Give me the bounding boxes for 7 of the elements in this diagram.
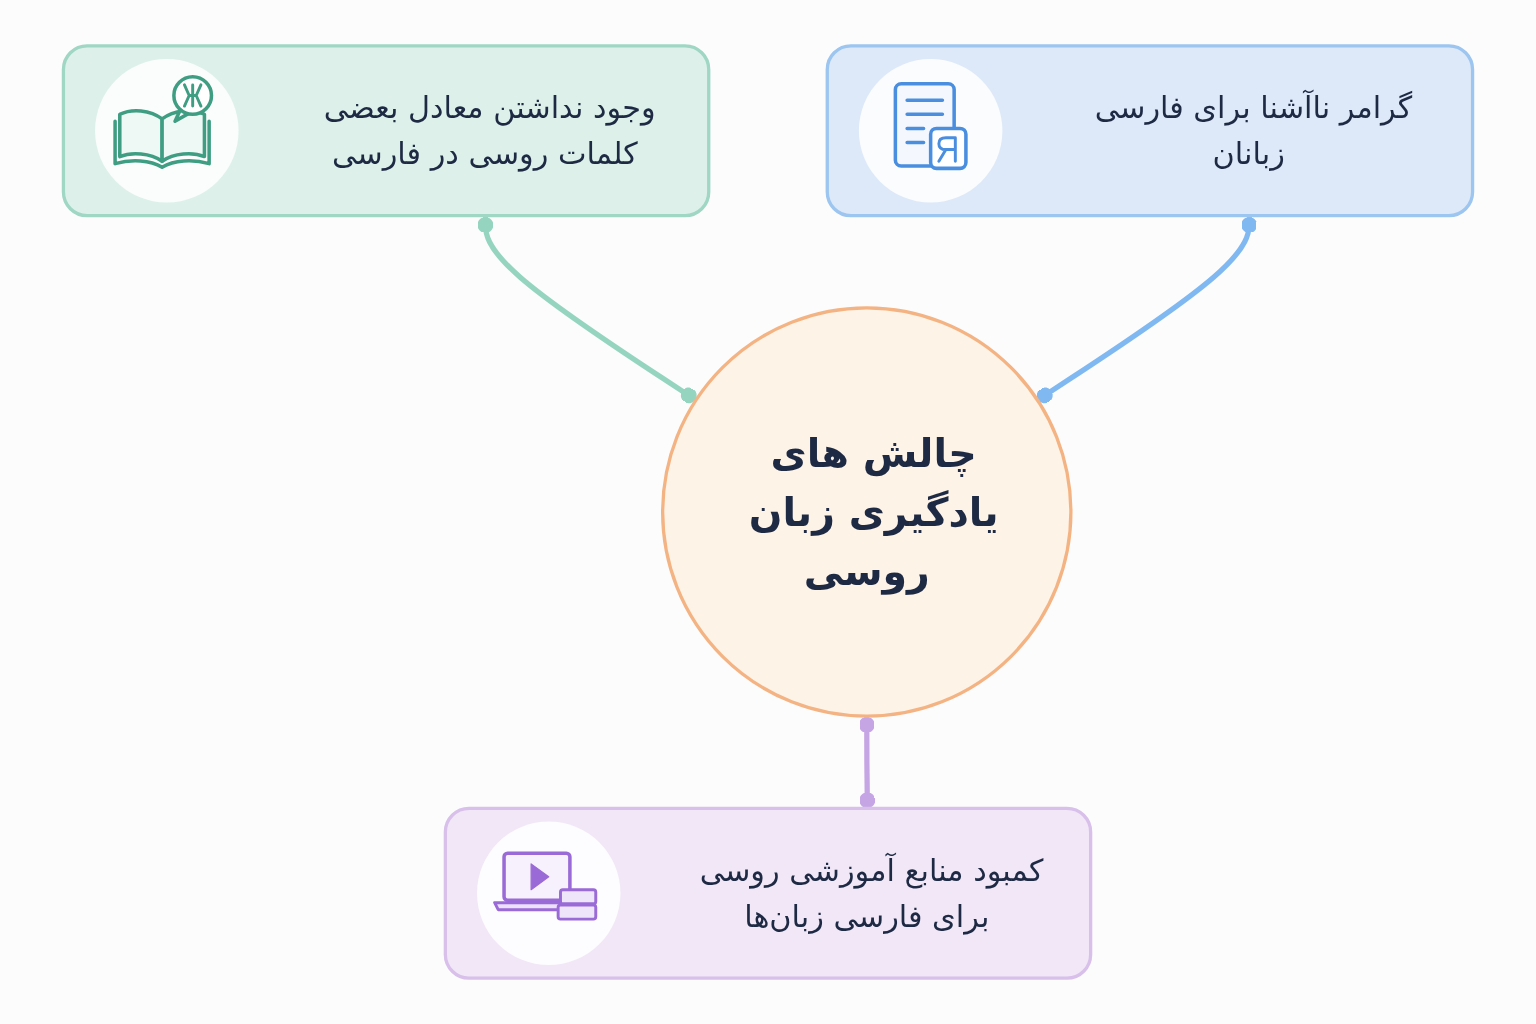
node-box: کمبود منابع آموزشی روسی برای فارسی زبان‌ها	[443, 806, 1093, 980]
connector	[477, 216, 698, 404]
connector	[858, 716, 876, 809]
node-box: وجود نداشتن معادل بعضی کلمات روسی در فارسی	[61, 44, 711, 218]
node-box: گرامر ناآشنا برای فارسی زبانان	[825, 44, 1475, 218]
node-circle: چالش های یادگیری زبان روسی	[661, 306, 1073, 718]
connector	[1036, 216, 1258, 404]
